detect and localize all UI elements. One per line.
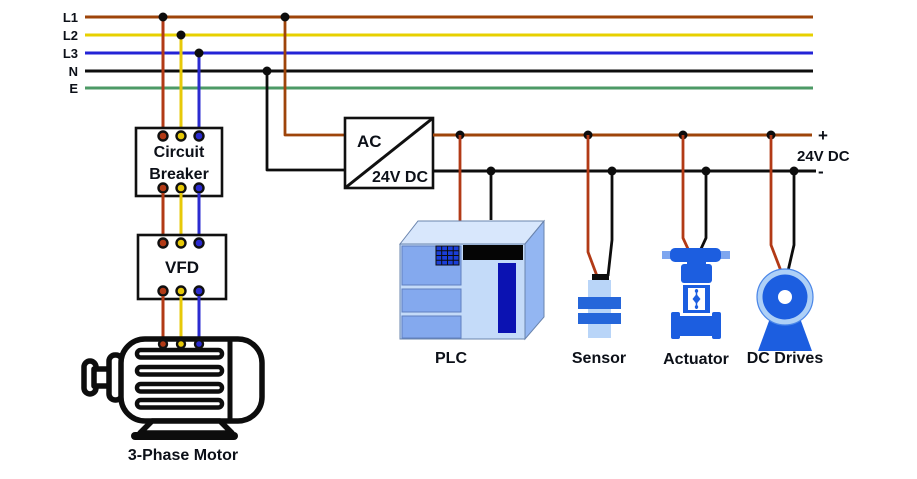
actuator-valve-flange <box>712 312 721 339</box>
sensor-icon <box>578 274 621 338</box>
plc-slot <box>498 263 516 333</box>
plc-module <box>401 288 462 313</box>
motor-label: 3-Phase Motor <box>128 447 238 464</box>
motor-fin <box>134 347 225 360</box>
rail-to-converter-wires <box>265 17 345 172</box>
dc-drives-icon <box>756 268 814 351</box>
ac-dc-converter: AC 24V DC <box>343 116 435 190</box>
circuit-breaker-label-line2: Breaker <box>149 166 209 183</box>
actuator-neck <box>687 261 706 265</box>
circuit-breaker-label-line1: Circuit <box>154 144 205 161</box>
wire-plus-to-sensor <box>586 135 599 277</box>
terminal-dot <box>157 285 169 297</box>
plc-display-strip <box>463 245 523 260</box>
actuator-head <box>670 248 721 262</box>
dc-bus-voltage-label: 24V DC <box>797 148 850 165</box>
terminal-dot <box>175 130 187 142</box>
terminal-dot <box>175 285 187 297</box>
actuator-wing <box>662 251 672 259</box>
motor-base-bar <box>131 432 238 440</box>
wire-plus-to-dc-drive <box>769 135 783 272</box>
actuator-label: Actuator <box>663 351 729 368</box>
motor-fin <box>134 364 225 377</box>
terminal-dot <box>157 338 169 350</box>
plc-io-grid <box>435 245 460 266</box>
plc-top-face <box>398 220 546 245</box>
actuator-stem-dot <box>694 305 699 309</box>
vfd: VFD <box>136 233 228 301</box>
sensor-band <box>578 313 621 324</box>
junction-dot <box>194 48 204 58</box>
actuator-wing <box>720 251 730 259</box>
wire-minus-to-dc-drive <box>786 171 796 272</box>
bus-drop-wires <box>458 135 796 277</box>
rail-junction-dots <box>158 12 290 76</box>
converter-ac-label: AC <box>357 132 382 151</box>
breaker-to-vfd-wires <box>161 193 201 240</box>
rail-label-l1: L1 <box>63 10 78 25</box>
vfd-to-motor-wires <box>161 296 201 344</box>
wire-plus-to-actuator <box>681 135 691 252</box>
motor-icon <box>81 336 265 440</box>
wire-n-to-converter <box>265 71 345 172</box>
terminal-dot <box>193 237 205 249</box>
junction-dot <box>158 12 168 22</box>
terminal-dot <box>193 285 205 297</box>
circuit-breaker: Circuit Breaker <box>134 126 224 198</box>
sensor-label: Sensor <box>572 350 626 367</box>
actuator-stem-dot <box>694 289 699 293</box>
rail-label-l3: L3 <box>63 46 78 61</box>
converter-diagonal <box>344 116 434 190</box>
dc-bus-plus-label: + <box>818 126 828 145</box>
dc-bus: + 24V DC - <box>433 126 850 181</box>
terminal-dot <box>175 237 187 249</box>
terminal-dot <box>175 182 187 194</box>
motor-base-legs <box>137 418 235 436</box>
sensor-band <box>578 297 621 309</box>
dc-bus-minus-label: - <box>818 162 824 181</box>
terminal-dot <box>157 237 169 249</box>
plc-label: PLC <box>435 350 467 367</box>
power-rails: L1 L2 L3 N E <box>63 10 813 96</box>
terminal-dot <box>157 130 169 142</box>
wire-l1-to-converter <box>283 17 345 137</box>
rail-to-breaker-wires <box>161 17 201 132</box>
junction-dot <box>176 30 186 40</box>
sensor-cap <box>592 274 609 280</box>
rail-label-n: N <box>69 64 78 79</box>
actuator-valve-body <box>680 316 712 336</box>
actuator-bonnet <box>681 264 712 283</box>
wire-minus-to-actuator <box>698 171 708 252</box>
terminal-dot <box>193 338 205 350</box>
plc-icon <box>398 219 546 341</box>
dc-drive-hub <box>778 290 792 304</box>
terminal-dot <box>193 182 205 194</box>
actuator-valve-flange <box>671 312 680 339</box>
terminal-dot <box>193 130 205 142</box>
plc-module <box>401 315 462 339</box>
actuator-icon <box>662 248 730 339</box>
dc-drives-label: DC Drives <box>747 350 824 367</box>
terminal-dot <box>157 182 169 194</box>
terminal-dot <box>175 338 187 350</box>
actuator-stem-diamond <box>692 294 701 304</box>
converter-dc-label: 24V DC <box>372 169 428 186</box>
motor-fin <box>134 381 225 394</box>
wire-minus-to-sensor <box>606 171 614 277</box>
vfd-label: VFD <box>165 258 199 277</box>
motor-fin <box>134 397 225 410</box>
rail-label-l2: L2 <box>63 28 78 43</box>
junction-dot <box>262 66 272 76</box>
rail-label-e: E <box>69 81 78 96</box>
junction-dot <box>280 12 290 22</box>
